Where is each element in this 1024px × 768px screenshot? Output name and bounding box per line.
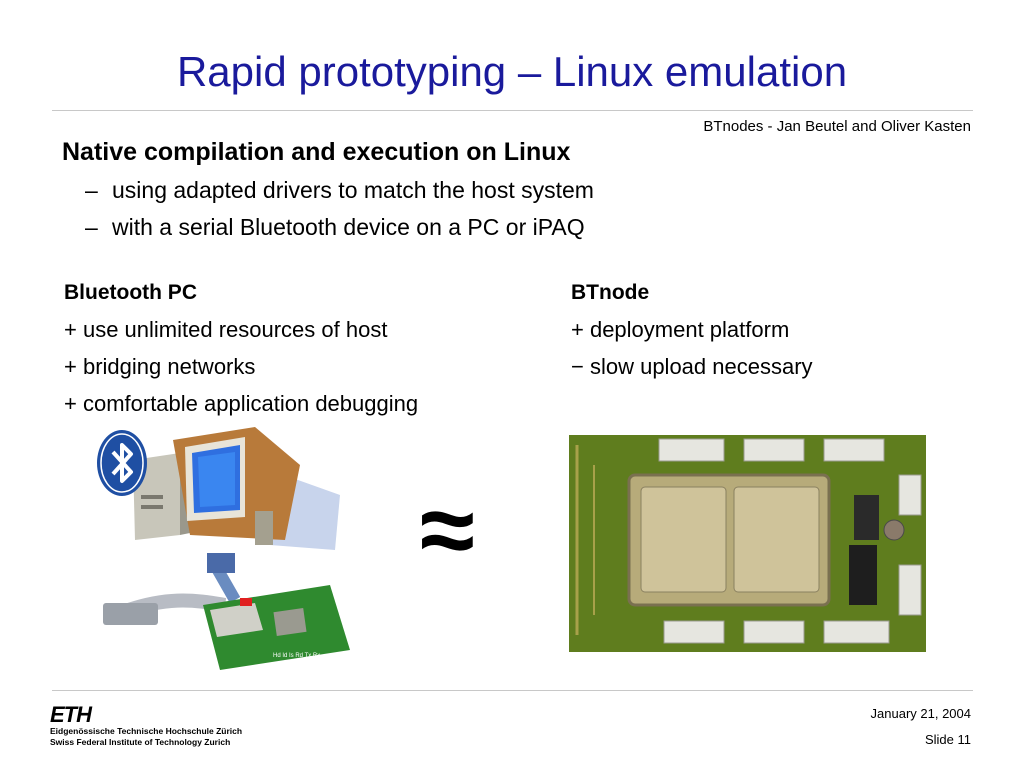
bullet-dash: – bbox=[85, 214, 98, 240]
bluetooth-pc-heading: Bluetooth PC bbox=[64, 281, 197, 304]
institution-name-de: Eidgenössische Technische Hochschule Zür… bbox=[50, 726, 243, 736]
eth-wordmark: ETH bbox=[50, 702, 92, 727]
main-heading: Native compilation and execution on Linu… bbox=[62, 138, 571, 166]
bullet-text: with a serial Bluetooth device on a PC o… bbox=[112, 214, 585, 240]
pc-pro-item: + comfortable application debugging bbox=[64, 391, 419, 416]
institution-name-en: Swiss Federal Institute of Technology Zu… bbox=[50, 737, 231, 747]
btnode-photo bbox=[569, 435, 926, 652]
btnode-heading: BTnode bbox=[571, 281, 650, 304]
pc-pro-item: + use unlimited resources of host bbox=[64, 317, 388, 342]
bluetooth-icon bbox=[97, 430, 147, 496]
board-print: Hd Id Is Rd Tx Rx bbox=[273, 653, 320, 659]
bullet-text: using adapted drivers to match the host … bbox=[112, 177, 594, 203]
btnode-pro-item: + deployment platform bbox=[571, 317, 790, 342]
slide-title: Rapid prototyping – Linux emulation bbox=[176, 48, 848, 95]
usb-connector bbox=[103, 603, 158, 625]
btnode-con-item: − slow upload necessary bbox=[571, 354, 813, 379]
pc-pro-item: + bridging networks bbox=[64, 354, 256, 379]
title-divider bbox=[52, 110, 973, 111]
approx-equal-symbol: ≈ bbox=[420, 474, 475, 586]
slide-number: Slide 11 bbox=[924, 732, 971, 747]
presentation-date: January 21, 2004 bbox=[870, 706, 971, 721]
bluetooth-pc-illustration: Hd Id Is Rd Tx Rx bbox=[95, 425, 365, 675]
author-line: BTnodes - Jan Beutel and Oliver Kasten bbox=[703, 118, 971, 135]
eth-logo: ETH Eidgenössische Technische Hochschule… bbox=[50, 704, 250, 754]
bullet-dash: – bbox=[85, 177, 98, 203]
footer-divider bbox=[52, 690, 973, 691]
